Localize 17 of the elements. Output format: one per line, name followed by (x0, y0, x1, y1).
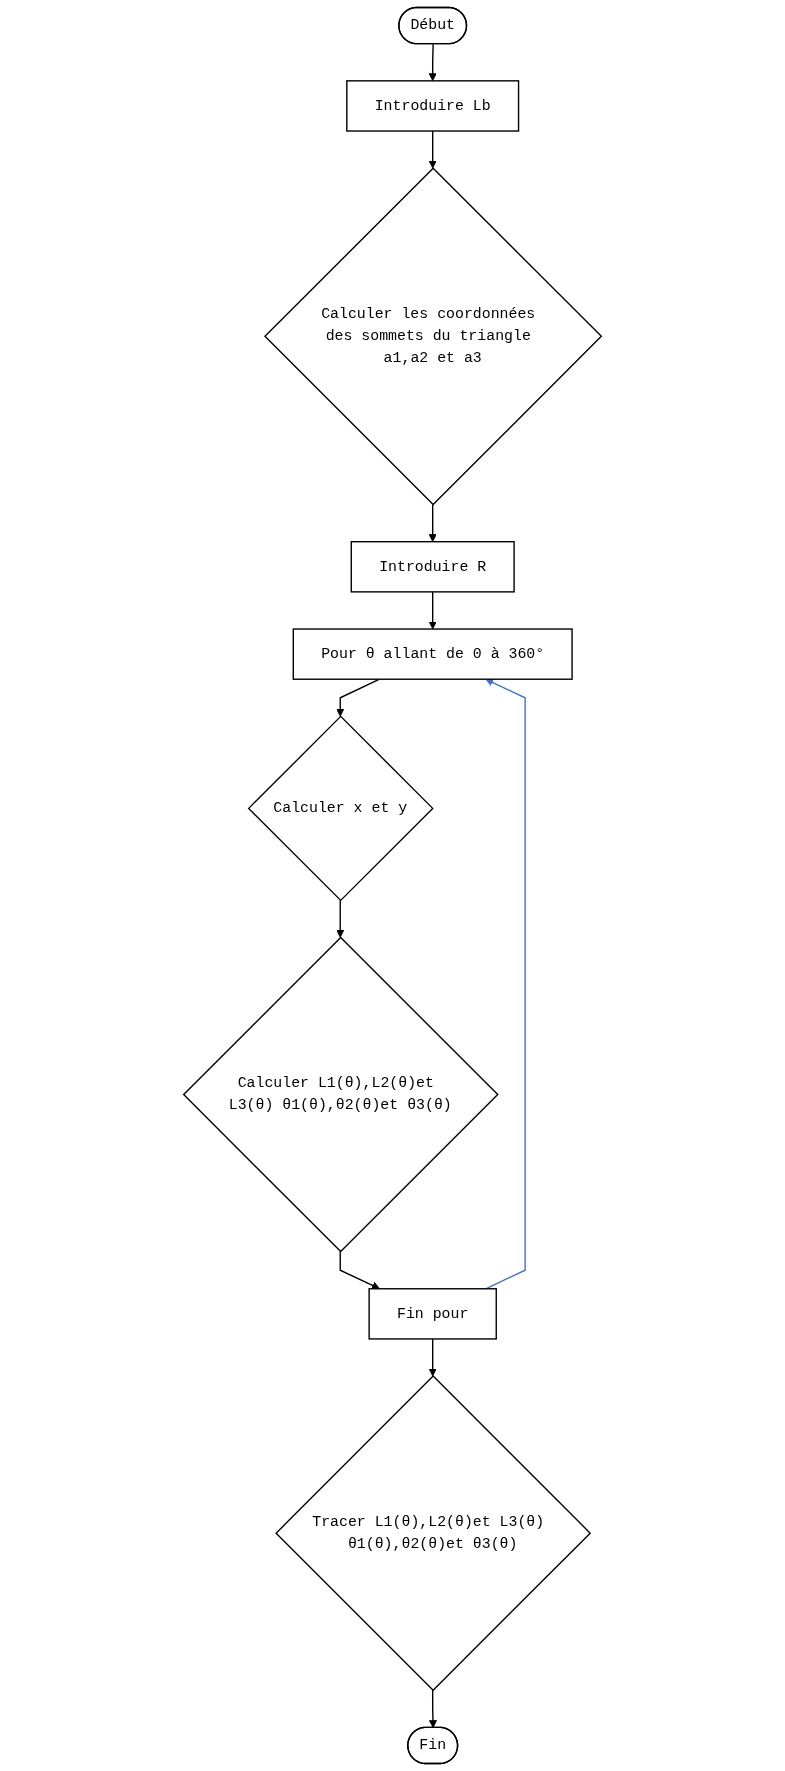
node-diamond: Calculer x et y (247, 715, 434, 902)
node-box: Introduire R (350, 541, 515, 593)
arrow (428, 43, 437, 82)
node-box: Pour θ allant de 0 à 360° (292, 628, 573, 680)
arrow (428, 130, 437, 169)
arrow (339, 1250, 380, 1290)
arrow (428, 1338, 437, 1377)
node-diamond: Calculer les coordonnées des sommets du triangle a1,a2 et a3 (264, 167, 603, 506)
arrow (428, 1689, 438, 1729)
node-box: Fin pour (368, 1288, 497, 1340)
arrow (336, 899, 345, 938)
arrow (485, 678, 526, 1290)
node-diamond: Calculer L1(θ),L2(θ)et L3(θ) θ1(θ),θ2(θ)et θ3(θ) (182, 936, 499, 1253)
node-box: Introduire Lb (346, 80, 520, 132)
arrow (428, 503, 437, 543)
node-diamond: Tracer L1(θ),L2(θ)et L3(θ) θ1(θ),θ2(θ)et θ3(θ) (275, 1375, 592, 1692)
arrow (428, 591, 437, 630)
